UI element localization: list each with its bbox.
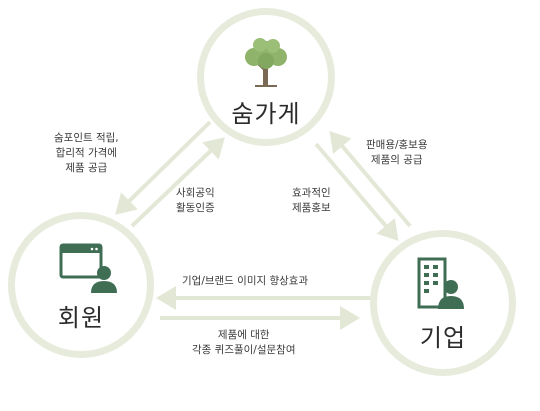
company-building-icon	[417, 257, 464, 309]
node-shop-title: 숨가게	[231, 100, 301, 128]
node-member: 회원	[8, 212, 154, 358]
node-shop: 숨가게	[197, 8, 335, 146]
label-company-to-member: 기업/브랜드 이미지 향상효과	[182, 275, 309, 287]
label-member-to-company: 제품에 대한 각종 퀴즈풀이/설문참여	[192, 329, 296, 356]
label-company-to-shop: 판매용/홍보용 제품의 공급	[366, 139, 428, 166]
node-company: 기업	[370, 230, 516, 376]
arrow-shop-to-company	[314, 142, 399, 242]
arrow-company-to-shop	[329, 130, 412, 228]
tree-icon	[245, 38, 287, 87]
node-company-title: 기업	[419, 324, 467, 352]
user-browser-icon	[59, 243, 117, 293]
label-shop-to-company: 효과적인 제품홍보	[292, 187, 331, 214]
arrow-shop-to-member	[115, 120, 212, 215]
node-member-title: 회원	[57, 304, 105, 332]
arrow-member-to-shop	[130, 137, 225, 228]
label-member-to-shop: 사회공익 활동인증	[176, 187, 215, 214]
label-shop-to-member: 숨포인트 적립, 합리적 가격에 제품 공급	[54, 132, 119, 174]
